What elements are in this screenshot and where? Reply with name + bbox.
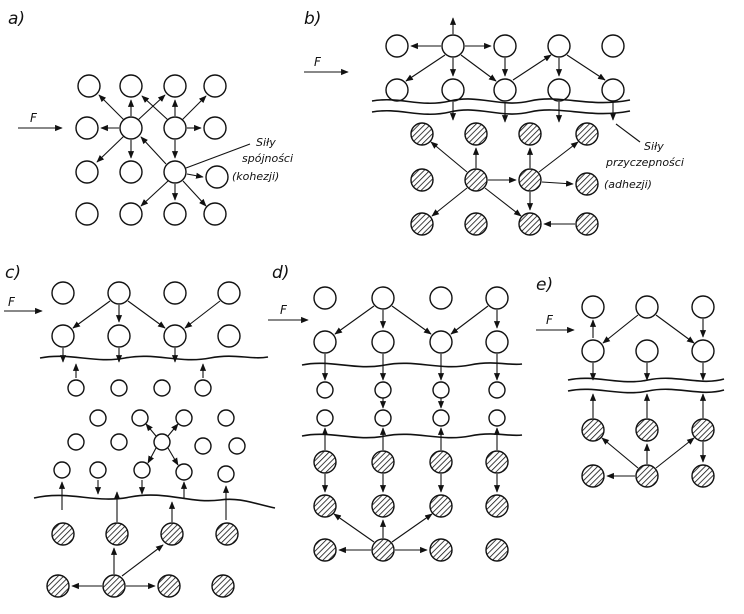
molecules-c-middle (53, 379, 246, 483)
molecule (163, 202, 187, 226)
molecule (75, 202, 99, 226)
force-label-c: F (8, 295, 16, 309)
panel-a: a) F (8, 9, 293, 226)
panel-label-d: d) (272, 263, 289, 283)
panel-c: c) F (4, 263, 276, 598)
leader-line-cohesion (185, 143, 251, 169)
force-arrows-d (321, 305, 501, 554)
molecules-a (75, 74, 229, 226)
molecules-d-solid (313, 450, 509, 562)
svg-text:spójności: spójności (242, 152, 293, 165)
molecules-e-solid (581, 418, 715, 488)
leader-line-adhesion (615, 123, 641, 143)
interface-line (301, 362, 523, 368)
molecule (203, 116, 227, 140)
svg-text:(adhezji): (adhezji) (604, 178, 652, 191)
molecule (163, 74, 187, 98)
svg-text:Siły: Siły (256, 136, 276, 149)
interface-line (301, 433, 523, 439)
panel-label-b: b) (304, 9, 321, 29)
molecules-b-liquid (385, 34, 625, 102)
molecule (203, 74, 227, 98)
panel-label-e: e) (536, 275, 553, 295)
molecule (75, 160, 99, 184)
svg-text:przyczepności: przyczepności (605, 156, 684, 169)
force-label-a: F (30, 111, 38, 125)
molecules-d-middle (316, 381, 506, 427)
svg-text:(kohezji): (kohezji) (232, 170, 279, 183)
force-arrows-b (405, 17, 617, 228)
molecule (119, 116, 143, 140)
molecule (119, 74, 143, 98)
molecule (75, 116, 99, 140)
svg-text:Siły: Siły (644, 140, 664, 153)
molecule (205, 165, 229, 189)
interface-line (567, 388, 725, 394)
molecules-e-liquid (581, 295, 715, 363)
annotation-cohesion: Siły spójności (kohezji) (232, 136, 293, 183)
force-label-d: F (280, 303, 288, 317)
force-label-b: F (314, 55, 322, 69)
molecule (119, 202, 143, 226)
interface-line (371, 109, 631, 116)
force-arrows-c (58, 300, 230, 590)
force-arrows-e (589, 314, 707, 480)
annotation-adhesion: Siły przyczepności (adhezji) (604, 140, 684, 191)
molecules-b-solid (410, 122, 599, 236)
interface-line (567, 377, 725, 383)
panel-label-c: c) (5, 263, 21, 283)
panel-label-a: a) (8, 9, 25, 29)
molecules-c-solid (46, 522, 239, 598)
panel-e: e) F (536, 275, 725, 488)
molecule (77, 74, 101, 98)
molecules-c-liquid (51, 281, 241, 348)
interface-line (39, 355, 269, 361)
molecule (163, 116, 187, 140)
panel-d: d) F (268, 263, 523, 562)
molecules-d-liquid (313, 286, 509, 354)
force-arrows-a (96, 94, 207, 207)
interface-line (33, 494, 276, 509)
molecule (119, 160, 143, 184)
panel-b: b) F (304, 9, 684, 236)
interface-line (371, 98, 631, 105)
force-label-e: F (546, 313, 554, 327)
molecule (163, 160, 187, 184)
molecule (203, 202, 227, 226)
